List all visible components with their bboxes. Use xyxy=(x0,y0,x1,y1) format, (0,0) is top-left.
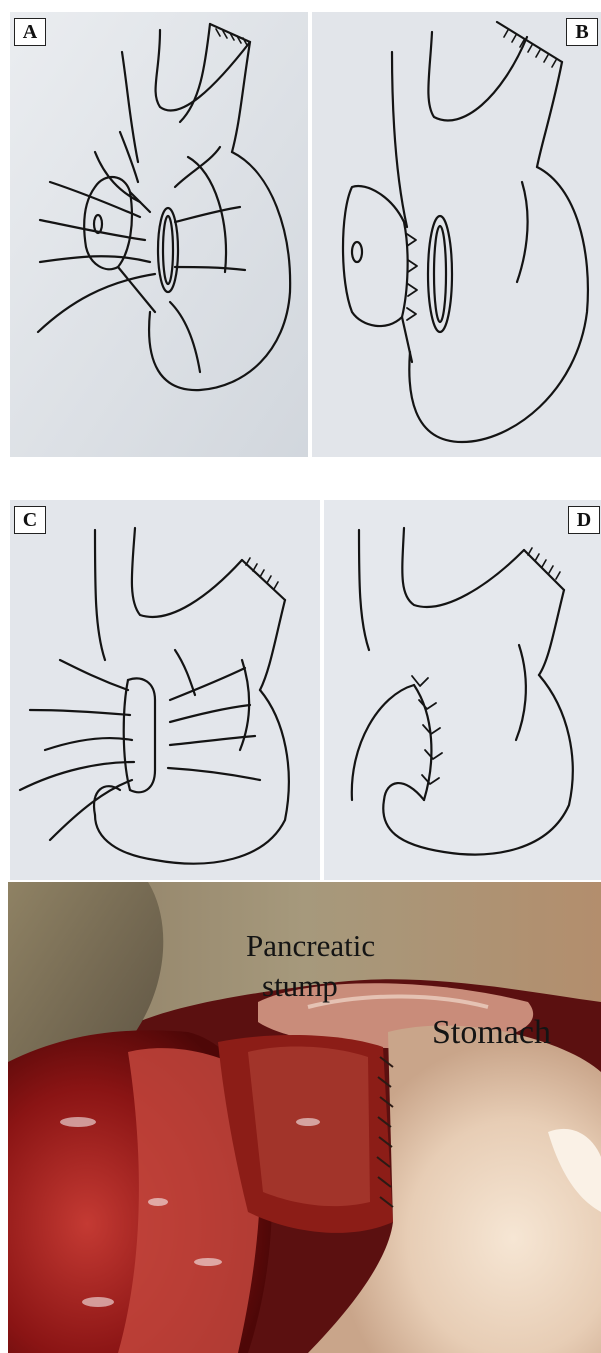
pancreatic-stump-label-line2: stump xyxy=(262,970,338,1001)
panel-d: D xyxy=(324,500,601,880)
panel-a-drawing xyxy=(10,12,308,457)
stomach-label: Stomach xyxy=(432,1016,551,1050)
panel-c-drawing xyxy=(10,500,320,880)
panel-c: C xyxy=(10,500,320,880)
intraoperative-photo: Pancreatic stump Stomach xyxy=(8,882,601,1353)
panel-label-d: D xyxy=(568,506,600,534)
panel-label-a: A xyxy=(14,18,46,46)
panel-label-b: B xyxy=(566,18,598,46)
panel-b-drawing xyxy=(312,12,601,457)
panel-label-c: C xyxy=(14,506,46,534)
panel-a: A xyxy=(10,12,308,457)
pancreatic-stump-label-line1: Pancreatic xyxy=(246,930,375,961)
panel-b: B xyxy=(312,12,601,457)
panel-d-drawing xyxy=(324,500,601,880)
